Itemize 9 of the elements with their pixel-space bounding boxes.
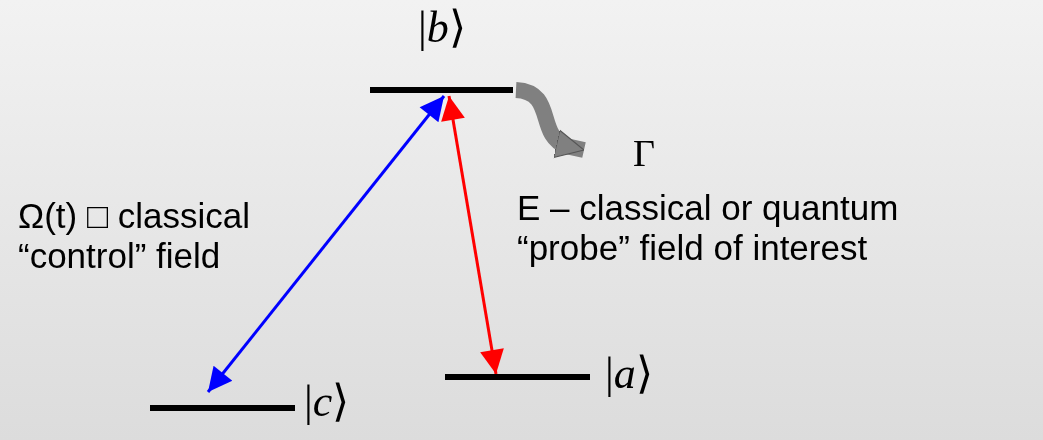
edge-label: Ω(t) □ classical “control” field [18,196,252,276]
state-label: |a⟩ [605,352,653,396]
decay-arrow [514,82,586,159]
arrow [441,95,504,375]
decay-rate-symbol: Γ [633,134,655,172]
state-label: |c⟩ [304,380,350,424]
arrow [206,95,446,393]
state-label: |b⟩ [418,6,466,50]
edge-label: E – classical or quantum “probe” field of interest [517,188,900,268]
